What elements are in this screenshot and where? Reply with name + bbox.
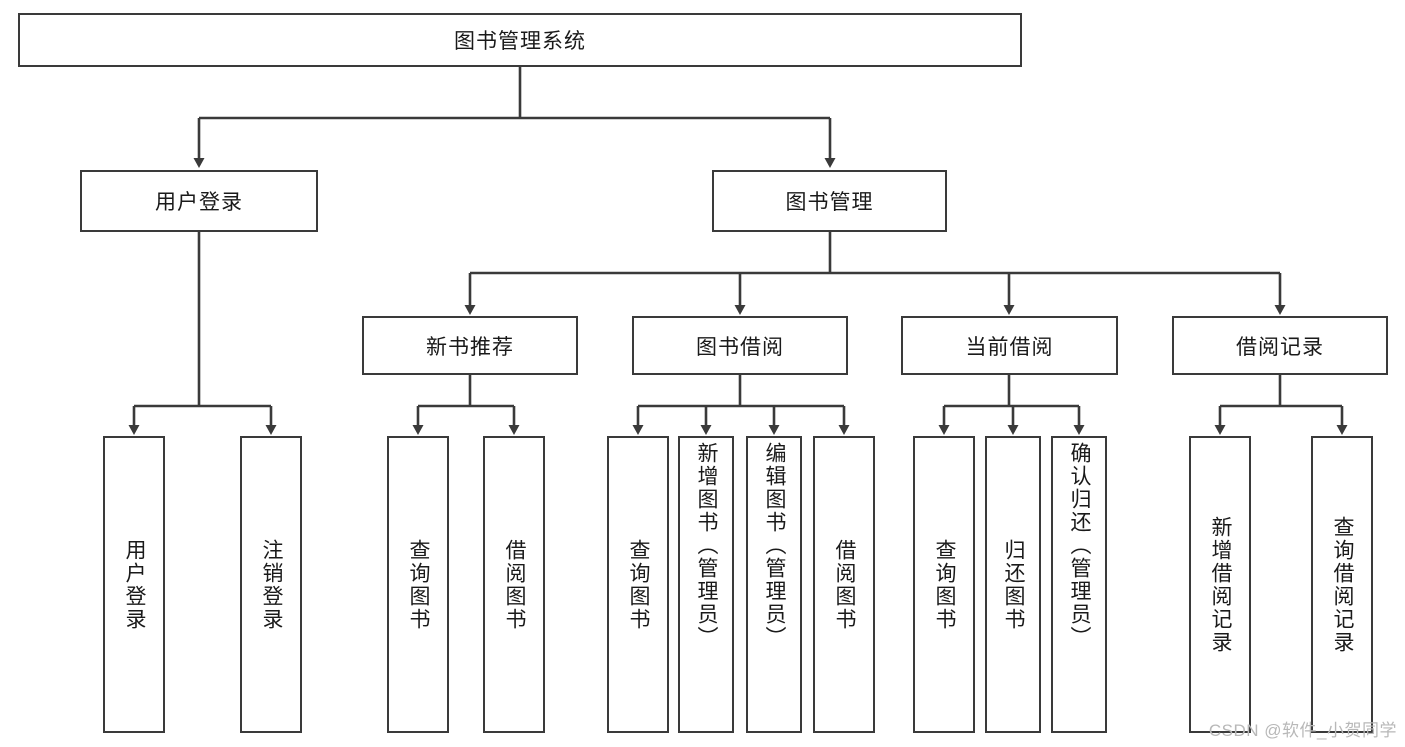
node-leaf-add-book-admin-label: 新增图书（管理员） [695,442,719,649]
node-book-borrow[interactable]: 图书借阅 [632,316,848,375]
node-current-borrow[interactable]: 当前借阅 [901,316,1118,375]
node-leaf-logout-login[interactable]: 注销登录 [240,436,302,733]
node-leaf-query-borrow-record[interactable]: 查询借阅记录 [1311,436,1373,733]
node-leaf-confirm-return-admin[interactable]: 确认归还（管理员） [1051,436,1107,733]
node-leaf-borrow-book-1-label: 借阅图书 [503,538,527,631]
node-book-manage[interactable]: 图书管理 [712,170,947,232]
node-borrow-record-label: 借阅记录 [1236,335,1324,359]
node-leaf-add-book-admin[interactable]: 新增图书（管理员） [678,436,734,733]
node-leaf-borrow-book-2-label: 借阅图书 [833,538,857,631]
node-leaf-borrow-book-1[interactable]: 借阅图书 [483,436,545,733]
node-root[interactable]: 图书管理系统 [18,13,1022,67]
node-leaf-edit-book-admin[interactable]: 编辑图书（管理员） [746,436,802,733]
watermark: CSDN @软件_小贺同学 [1208,721,1397,740]
node-leaf-add-borrow-record-label: 新增借阅记录 [1209,515,1233,654]
node-leaf-query-book-3-label: 查询图书 [933,538,957,631]
node-leaf-query-book-1-label: 查询图书 [407,538,431,631]
node-book-borrow-label: 图书借阅 [696,335,784,359]
node-leaf-query-book-3[interactable]: 查询图书 [913,436,975,733]
node-borrow-record[interactable]: 借阅记录 [1172,316,1388,375]
node-leaf-edit-book-admin-label: 编辑图书（管理员） [763,442,787,649]
node-leaf-query-borrow-record-label: 查询借阅记录 [1331,515,1355,654]
node-leaf-user-login[interactable]: 用户登录 [103,436,165,733]
node-leaf-query-book-1[interactable]: 查询图书 [387,436,449,733]
node-new-book-recommend[interactable]: 新书推荐 [362,316,578,375]
node-leaf-borrow-book-2[interactable]: 借阅图书 [813,436,875,733]
node-book-manage-label: 图书管理 [785,191,874,214]
node-leaf-query-book-2[interactable]: 查询图书 [607,436,669,733]
node-current-borrow-label: 当前借阅 [965,335,1054,359]
node-user-login-label: 用户登录 [155,191,243,214]
node-leaf-add-borrow-record[interactable]: 新增借阅记录 [1189,436,1251,733]
node-root-label: 图书管理系统 [454,30,586,53]
node-leaf-query-book-2-label: 查询图书 [627,538,651,631]
node-leaf-confirm-return-admin-label: 确认归还（管理员） [1068,442,1092,649]
node-new-book-recommend-label: 新书推荐 [426,335,514,359]
node-user-login[interactable]: 用户登录 [80,170,318,232]
node-leaf-return-book[interactable]: 归还图书 [985,436,1041,733]
node-leaf-logout-login-label: 注销登录 [260,538,284,631]
node-leaf-return-book-label: 归还图书 [1002,538,1026,631]
node-leaf-user-login-label: 用户登录 [123,538,147,631]
